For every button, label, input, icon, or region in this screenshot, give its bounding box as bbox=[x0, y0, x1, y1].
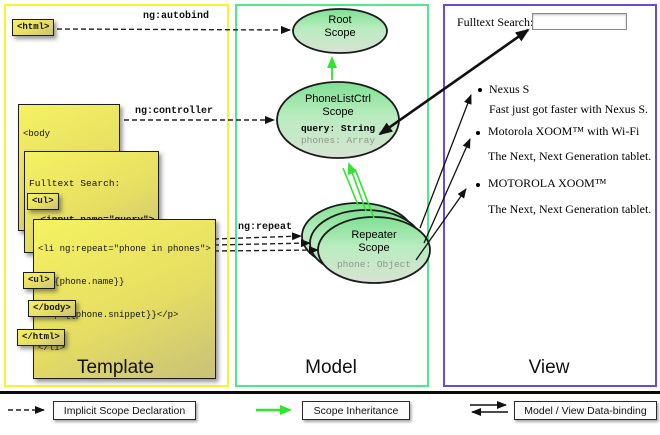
view-column-title: View bbox=[528, 357, 570, 378]
fulltext-label-line: Fulltext Search: bbox=[29, 178, 121, 189]
li-line1: <li ng:repeat="phone in phones"> bbox=[38, 244, 211, 254]
inheritance-arrows-repeater-to-phonelist bbox=[342, 162, 375, 219]
li-line3: <p>{{phone.snippet}}</p> bbox=[38, 310, 179, 320]
legend-inheritance-label: Scope Inheritance bbox=[302, 401, 410, 420]
template-column-frame bbox=[4, 4, 229, 387]
view-item-desc: The Next, Next Generation tablet. bbox=[488, 149, 652, 163]
legend-implicit-label: Implicit Scope Declaration bbox=[53, 401, 196, 420]
view-item-title: Nexus S bbox=[489, 82, 530, 96]
fulltext-search-input[interactable] bbox=[532, 13, 627, 30]
model-column-frame bbox=[235, 4, 429, 387]
root-scope-label: Root Scope bbox=[295, 14, 385, 40]
html-open-tag-box: <html> bbox=[12, 19, 55, 36]
repeater-scope-label: Repeater Scope phone: Object bbox=[314, 229, 434, 271]
body-open-line1: <body bbox=[23, 129, 51, 139]
ng-controller-label: ng:controller bbox=[135, 106, 214, 117]
ul-open-tag-box: <ul> bbox=[27, 193, 59, 210]
body-close-tag-box: </body> bbox=[28, 300, 76, 317]
repeater-binding-arrows bbox=[415, 94, 472, 261]
view-search-label: Fulltext Search: bbox=[457, 15, 534, 29]
legend-divider bbox=[0, 391, 660, 394]
bullet-icon bbox=[476, 183, 480, 187]
view-item-title: Motorola XOOM™ with Wi-Fi bbox=[488, 124, 640, 138]
root-scope-name-line1: Root bbox=[328, 14, 352, 26]
phonelistctrl-scope-label: PhoneListCtrl Scope query: String phones… bbox=[278, 93, 398, 147]
legend-binding-arrows bbox=[470, 401, 508, 416]
root-scope-name-line2: Scope bbox=[324, 27, 356, 39]
li-line2: {{phone.name}} bbox=[38, 277, 125, 287]
bullet-icon bbox=[478, 88, 482, 92]
repeater-prop-phone: phone: Object bbox=[336, 259, 412, 270]
ng-autobind-arrow bbox=[56, 25, 291, 34]
phonelist-name-line1: PhoneListCtrl bbox=[304, 93, 372, 105]
ng-repeat-label: ng:repeat bbox=[238, 222, 293, 233]
query-binding-arrow bbox=[378, 28, 530, 136]
template-column-title: Template bbox=[76, 357, 155, 378]
repeater-name-line1: Repeater bbox=[351, 229, 397, 241]
legend-binding-label: Model / View Data-binding bbox=[514, 401, 657, 420]
bullet-icon bbox=[476, 131, 480, 135]
repeater-name-line2: Scope bbox=[358, 242, 390, 254]
ul-close-tag-box: <ul> bbox=[23, 272, 55, 289]
view-column-frame bbox=[443, 4, 657, 387]
view-item-title: MOTOROLA XOOM™ bbox=[488, 176, 607, 190]
li-line4: </li> bbox=[38, 343, 66, 353]
view-item-desc: The Next, Next Generation tablet. bbox=[488, 202, 652, 216]
html-close-tag-box: </html> bbox=[17, 329, 65, 346]
model-column-title: Model bbox=[305, 357, 357, 378]
ng-autobind-label: ng:autobind bbox=[143, 11, 210, 22]
li-repeat-code-box: <li ng:repeat="phone in phones"> {{phone… bbox=[33, 219, 216, 379]
phonelist-prop-phones: phones: Array bbox=[300, 135, 376, 146]
view-item-desc: Fast just got faster with Nexus S. bbox=[489, 102, 648, 116]
phonelist-prop-query: query: String bbox=[300, 123, 376, 134]
ng-repeat-arrows bbox=[213, 232, 319, 255]
phonelist-name-line2: Scope bbox=[322, 106, 354, 118]
